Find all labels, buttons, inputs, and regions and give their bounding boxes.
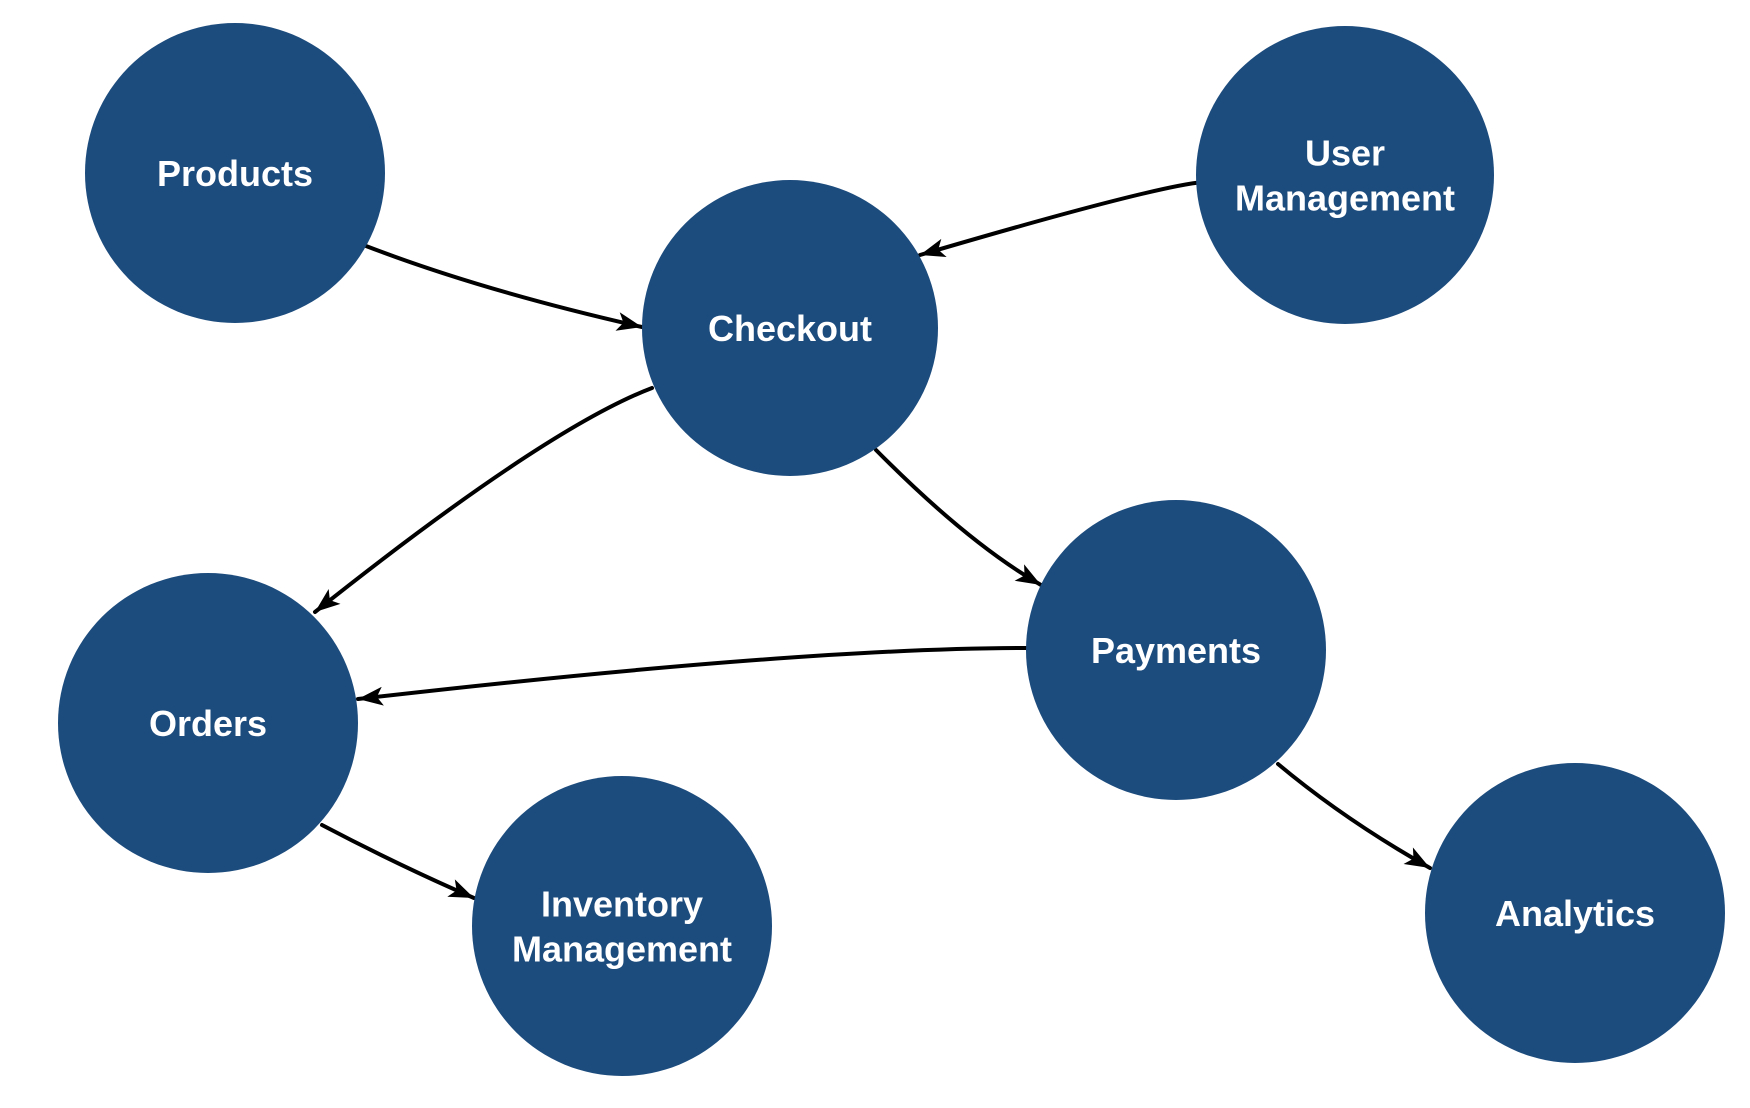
node-products-label-line: Products xyxy=(157,153,313,194)
edge-payments-to-orders xyxy=(356,646,1028,706)
node-user-management-circle[interactable] xyxy=(1196,26,1494,324)
node-inventory-management-label-line: Inventory xyxy=(541,884,703,925)
node-payments-label-line: Payments xyxy=(1091,630,1261,671)
node-checkout[interactable]: Checkout xyxy=(642,180,938,476)
node-products-circle[interactable] xyxy=(85,23,385,323)
node-products[interactable]: Products xyxy=(85,23,385,323)
node-inventory-management-circle[interactable] xyxy=(472,776,772,1076)
edge-checkout-to-orders xyxy=(313,386,654,614)
node-analytics[interactable]: Analytics xyxy=(1425,763,1725,1063)
node-analytics-label-line: Analytics xyxy=(1495,893,1655,934)
edge-payments-to-analytics xyxy=(1276,762,1432,870)
node-orders[interactable]: Orders xyxy=(58,573,358,873)
node-inventory-management-label-line: Management xyxy=(512,929,732,970)
node-payments[interactable]: Payments xyxy=(1026,500,1326,800)
edge-products-to-checkout xyxy=(364,244,644,331)
node-checkout-label-line: Checkout xyxy=(708,308,872,349)
node-products-label: Products xyxy=(157,153,313,194)
node-orders-label: Orders xyxy=(149,703,267,744)
node-checkout-circle[interactable] xyxy=(642,180,938,476)
node-payments-label: Payments xyxy=(1091,630,1261,671)
node-orders-label-line: Orders xyxy=(149,703,267,744)
node-user-management-label-line: Management xyxy=(1235,178,1455,219)
node-analytics-circle[interactable] xyxy=(1425,763,1725,1063)
node-checkout-label: Checkout xyxy=(708,308,872,349)
edge-user-management-to-checkout xyxy=(918,180,1205,258)
edge-checkout-to-payments xyxy=(874,448,1043,587)
node-user-management-label-line: User xyxy=(1305,133,1385,174)
edge-layer xyxy=(313,180,1432,900)
edge-orders-to-inventory-management xyxy=(320,823,476,900)
node-analytics-label: Analytics xyxy=(1495,893,1655,934)
node-payments-circle[interactable] xyxy=(1026,500,1326,800)
node-orders-circle[interactable] xyxy=(58,573,358,873)
